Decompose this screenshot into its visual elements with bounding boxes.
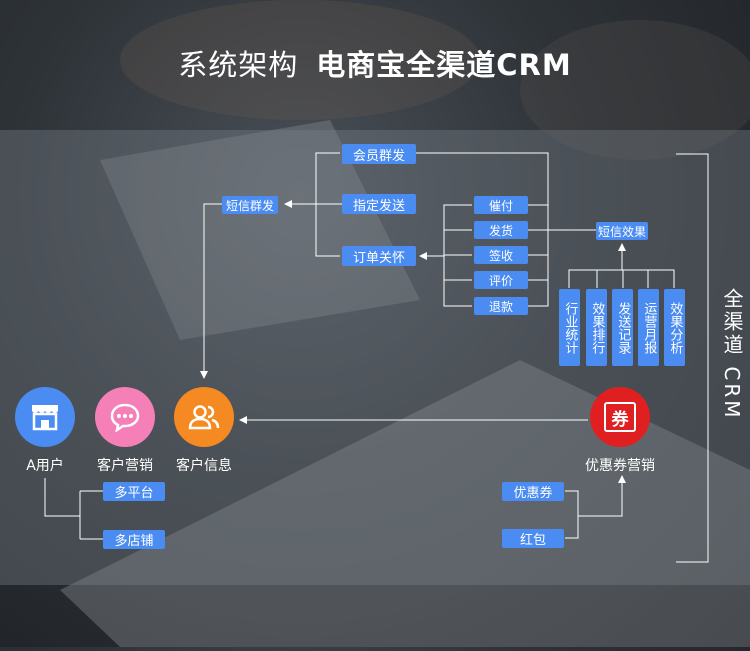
coupon-icon: 券 <box>604 402 636 432</box>
users-icon <box>188 405 220 430</box>
coupon-glyph: 券 <box>611 409 629 430</box>
user-a-label: A用户 <box>26 458 64 474</box>
designated-send-box: 指定发送 <box>342 194 416 214</box>
title-prefix: 系统架构 <box>178 48 299 82</box>
effect-analysis-box: 效果分析 <box>664 289 685 366</box>
coupon-box: 优惠券 <box>502 482 564 501</box>
user-a-node <box>15 387 75 447</box>
title-main: 电商宝全渠道CRM <box>316 48 572 82</box>
customer-info-label: 客户信息 <box>176 458 232 474</box>
customer-marketing-node <box>95 387 155 447</box>
page-title: 系统架构电商宝全渠道CRM <box>0 42 750 84</box>
red-packet-box: 红包 <box>502 529 564 548</box>
ops-report-box: 运营月报 <box>638 289 659 366</box>
store-icon <box>32 405 58 431</box>
chat-icon <box>110 403 140 432</box>
sms-effect-box: 短信效果 <box>596 222 648 240</box>
customer-marketing-label: 客户营销 <box>97 458 153 474</box>
sms-mass-box: 短信群发 <box>222 196 278 214</box>
industry-stats-box: 行业统计 <box>559 289 580 366</box>
effect-rank-box: 效果排行 <box>586 289 607 366</box>
coupon-marketing-node: 券 <box>590 387 650 447</box>
member-mass-box: 会员群发 <box>342 144 416 164</box>
sign-box: 签收 <box>474 246 528 264</box>
review-box: 评价 <box>474 271 528 289</box>
customer-info-node <box>174 387 234 447</box>
side-label: 全渠道 CRM <box>720 288 744 421</box>
urge-pay-box: 催付 <box>474 196 528 214</box>
refund-box: 退款 <box>474 297 528 315</box>
coupon-marketing-label: 优惠券营销 <box>585 458 655 474</box>
send-record-box: 发送记录 <box>612 289 633 366</box>
order-care-box: 订单关怀 <box>342 246 416 266</box>
ship-box: 发货 <box>474 221 528 239</box>
multi-platform-box: 多平台 <box>103 482 165 501</box>
multi-store-box: 多店铺 <box>103 530 165 549</box>
